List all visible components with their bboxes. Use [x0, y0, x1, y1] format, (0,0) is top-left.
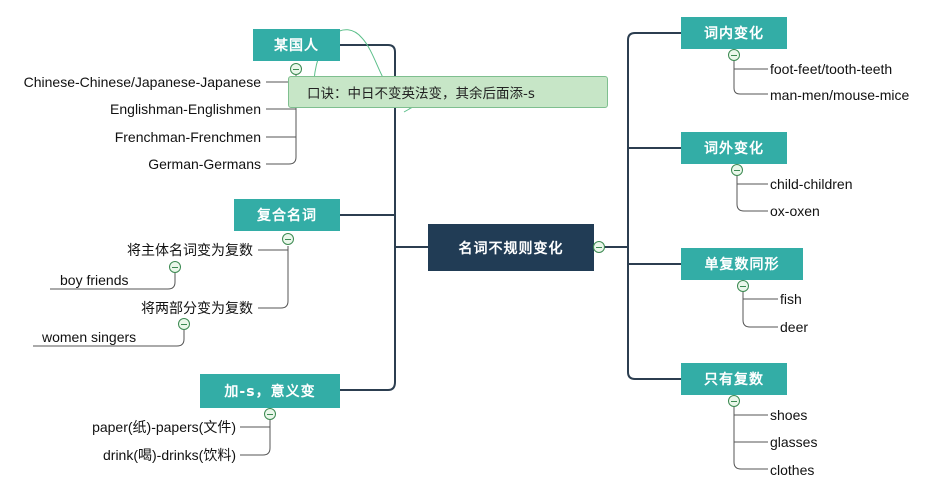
leaf-item: Frenchman-Frenchmen: [114, 129, 261, 145]
leaf-item: fish: [780, 291, 802, 307]
leaf-item: Englishman-Englishmen: [110, 101, 261, 117]
leaf-collapse-icon[interactable]: [169, 261, 181, 273]
branch-collapse-icon[interactable]: [731, 164, 743, 176]
branch-nationality[interactable]: 某国人: [253, 29, 340, 61]
branch-collapse-icon[interactable]: [282, 233, 294, 245]
central-collapse-icon[interactable]: [593, 241, 605, 253]
leaf-item: clothes: [770, 462, 815, 478]
branch-meaning-change[interactable]: 加-s，意义变: [200, 374, 340, 408]
leaf-item: German-Germans: [148, 156, 261, 172]
leaf-item: man-men/mouse-mice: [770, 87, 910, 103]
leaf-collapse-icon[interactable]: [178, 318, 190, 330]
central-topic[interactable]: 名词不规则变化: [428, 224, 594, 271]
example-item: women singers: [42, 329, 137, 345]
leaf-item: deer: [780, 319, 809, 335]
branch-collapse-icon[interactable]: [728, 49, 740, 61]
leaf-item: ox-oxen: [770, 203, 820, 219]
mnemonic-callout[interactable]: 口诀：中日不变英法变，其余后面添-s: [288, 76, 608, 108]
leaf-item: glasses: [770, 434, 818, 450]
example-item: boy friends: [60, 272, 129, 288]
leaf-item: 将两部分变为复数: [141, 300, 253, 316]
leaf-item: drink(喝)-drinks(饮料): [103, 447, 236, 463]
leaf-item: paper(纸)-papers(文件): [92, 419, 236, 435]
branch-external-change[interactable]: 词外变化: [681, 132, 787, 164]
branch-compound-noun[interactable]: 复合名词: [234, 199, 340, 231]
leaf-item: foot-feet/tooth-teeth: [770, 61, 893, 77]
branch-collapse-icon[interactable]: [728, 395, 740, 407]
branch-collapse-icon[interactable]: [290, 63, 302, 75]
branch-collapse-icon[interactable]: [264, 408, 276, 420]
leaf-item: child-children: [770, 176, 853, 192]
branch-collapse-icon[interactable]: [737, 280, 749, 292]
branch-plural-only[interactable]: 只有复数: [681, 363, 787, 395]
branch-same-form[interactable]: 单复数同形: [681, 248, 803, 280]
leaf-item: Chinese-Chinese/Japanese-Japanese: [23, 74, 261, 90]
branch-internal-change[interactable]: 词内变化: [681, 17, 787, 49]
leaf-item: 将主体名词变为复数: [127, 242, 253, 258]
leaf-item: shoes: [770, 407, 808, 423]
